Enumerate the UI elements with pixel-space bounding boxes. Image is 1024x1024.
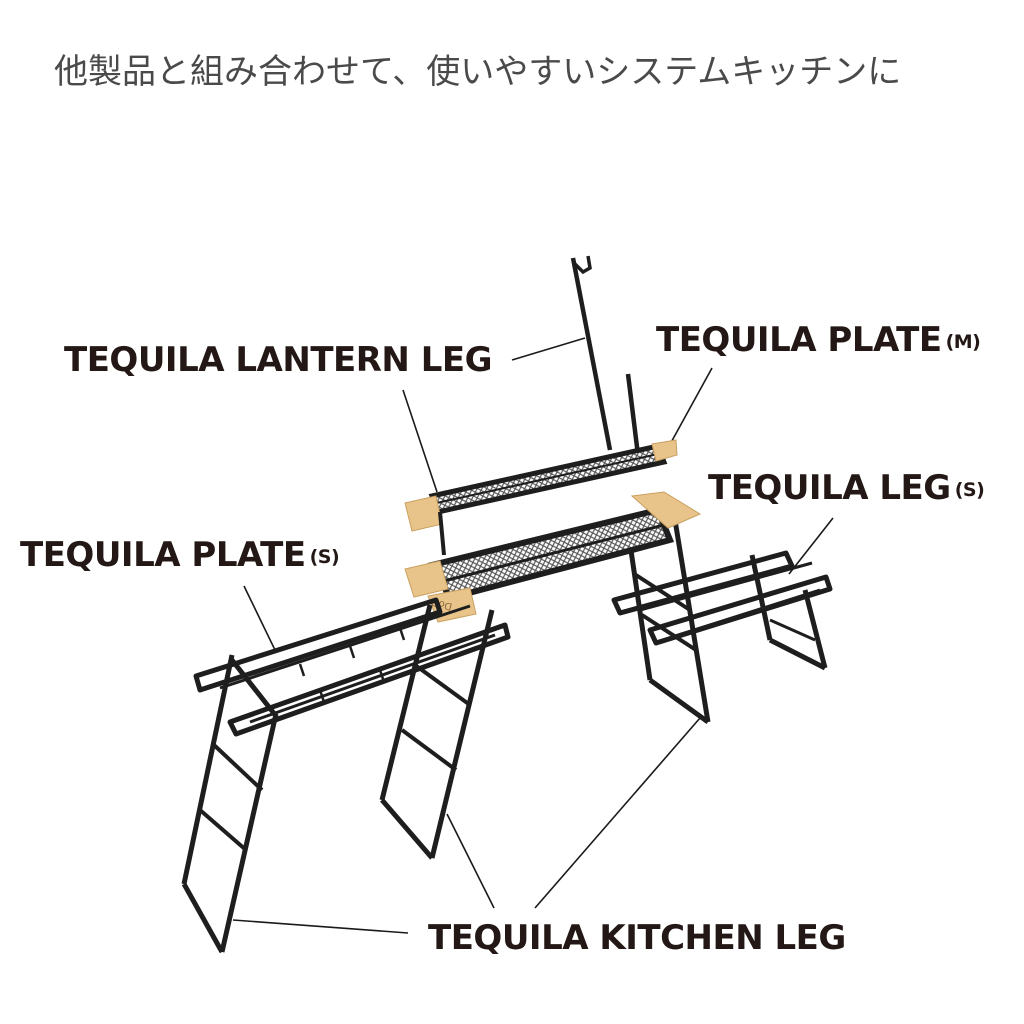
leader-lantern-leg-2 [402,389,438,493]
leader-lantern-leg-1 [511,337,586,361]
label-plate-s: TEQUILA PLATE(S) [20,535,340,577]
label-leg-s-name: TEQUILA LEG [708,468,951,508]
label-leg-s: TEQUILA LEG(S) [708,468,985,510]
label-kitchen-leg: TEQUILA KITCHEN LEG [428,918,846,958]
label-plate-m-size: (M) [945,331,981,353]
leader-leg-s [788,517,834,575]
label-kitchen-leg-name: TEQUILA KITCHEN LEG [428,918,846,958]
right-small-rack [611,550,833,671]
left-kitchen-legs [181,604,495,954]
lantern-pole [570,255,641,456]
lower-plate-m: DoD [404,491,702,623]
leader-plate-m [667,367,713,449]
leader-kitchen-leg-3 [534,717,701,909]
leader-kitchen-leg-1 [232,919,409,934]
label-plate-s-size: (S) [309,546,340,568]
upper-plate-m [404,439,678,556]
label-plate-s-name: TEQUILA PLATE [20,535,306,575]
label-lantern-leg-name: TEQUILA LANTERN LEG [64,340,493,380]
middle-right-legs [625,519,711,725]
label-leg-s-size: (S) [954,479,985,501]
label-plate-m: TEQUILA PLATE(M) [656,320,981,362]
label-plate-m-name: TEQUILA PLATE [656,320,942,360]
label-lantern-leg: TEQUILA LANTERN LEG [64,340,493,380]
leader-kitchen-leg-2 [446,813,495,909]
headline: 他製品と組み合わせて、使いやすいシステムキッチンに [54,52,902,92]
leader-plate-s [243,585,276,651]
leader-lines [232,337,834,934]
left-plate-s [193,597,511,737]
